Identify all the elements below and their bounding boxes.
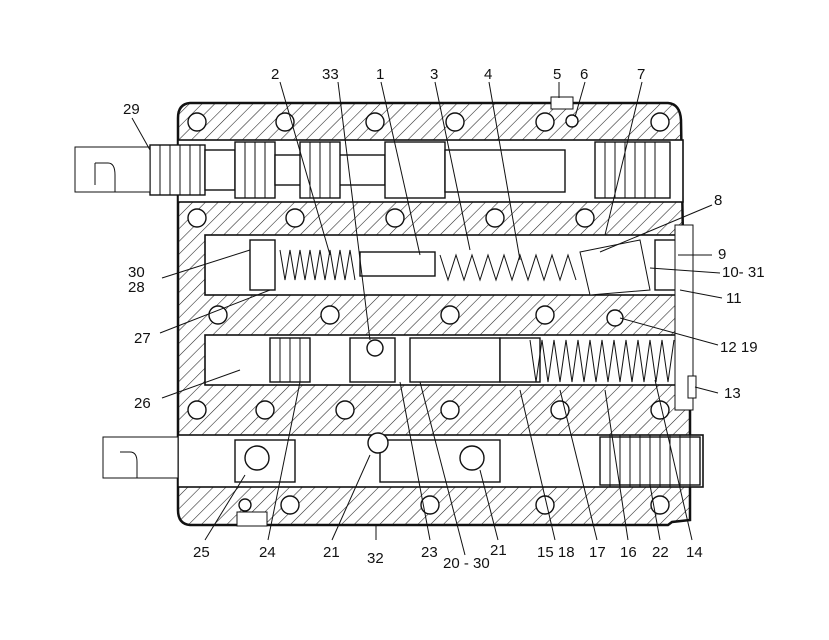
- label-11: 11: [726, 290, 742, 307]
- label-24: 24: [259, 544, 276, 561]
- label-8: 8: [714, 192, 722, 209]
- label-6: 6: [580, 66, 588, 83]
- label-26: 26: [134, 395, 151, 412]
- label-27: 27: [134, 330, 151, 347]
- spring-16-17: [529, 339, 675, 383]
- top-bore: [149, 139, 684, 203]
- middle-bore: [204, 234, 681, 296]
- lever-29: [74, 146, 151, 193]
- label-4: 4: [484, 66, 492, 83]
- fitting-5-6: [550, 96, 579, 128]
- spring-2: [279, 249, 356, 281]
- label-29: 29: [123, 101, 140, 118]
- label-13: 13: [724, 385, 741, 402]
- label-21-left: 21: [323, 544, 340, 561]
- end-plate: [674, 224, 697, 411]
- label-5: 5: [553, 66, 561, 83]
- label-9: 9: [718, 246, 726, 263]
- leader-lines: [131, 81, 723, 556]
- valve-body-casting: [176, 101, 692, 527]
- label-20-30: 20 - 30: [443, 555, 490, 572]
- label-25: 25: [193, 544, 210, 561]
- spool-ribs-left: [159, 142, 656, 198]
- label-22: 22: [652, 544, 669, 561]
- label-7: 7: [637, 66, 645, 83]
- label-12-19: 12 19: [720, 339, 758, 356]
- label-2: 2: [271, 66, 279, 83]
- spool-ribs-lower: [279, 338, 301, 382]
- callout-labels: 2 33 1 3 4 5 6 7 29 8 9 10- 31 11 12 19 …: [123, 66, 765, 572]
- lever-bottom-left: [102, 436, 179, 479]
- label-15-18: 15 18: [537, 544, 575, 561]
- label-1: 1: [376, 66, 384, 83]
- bolt-holes: [187, 112, 670, 515]
- label-3: 3: [430, 66, 438, 83]
- label-14: 14: [686, 544, 703, 561]
- spring-3-4: [439, 253, 577, 282]
- label-30-left: 30: [128, 264, 145, 281]
- label-21-right: 21: [490, 542, 507, 559]
- label-23: 23: [421, 544, 438, 561]
- label-28: 28: [128, 279, 145, 296]
- label-16: 16: [620, 544, 637, 561]
- label-17: 17: [589, 544, 606, 561]
- fitting-bottom: [236, 498, 268, 527]
- label-32: 32: [367, 550, 384, 567]
- label-10-31: 10- 31: [722, 264, 765, 281]
- label-33: 33: [322, 66, 339, 83]
- spool-ribs-bottom: [609, 435, 691, 487]
